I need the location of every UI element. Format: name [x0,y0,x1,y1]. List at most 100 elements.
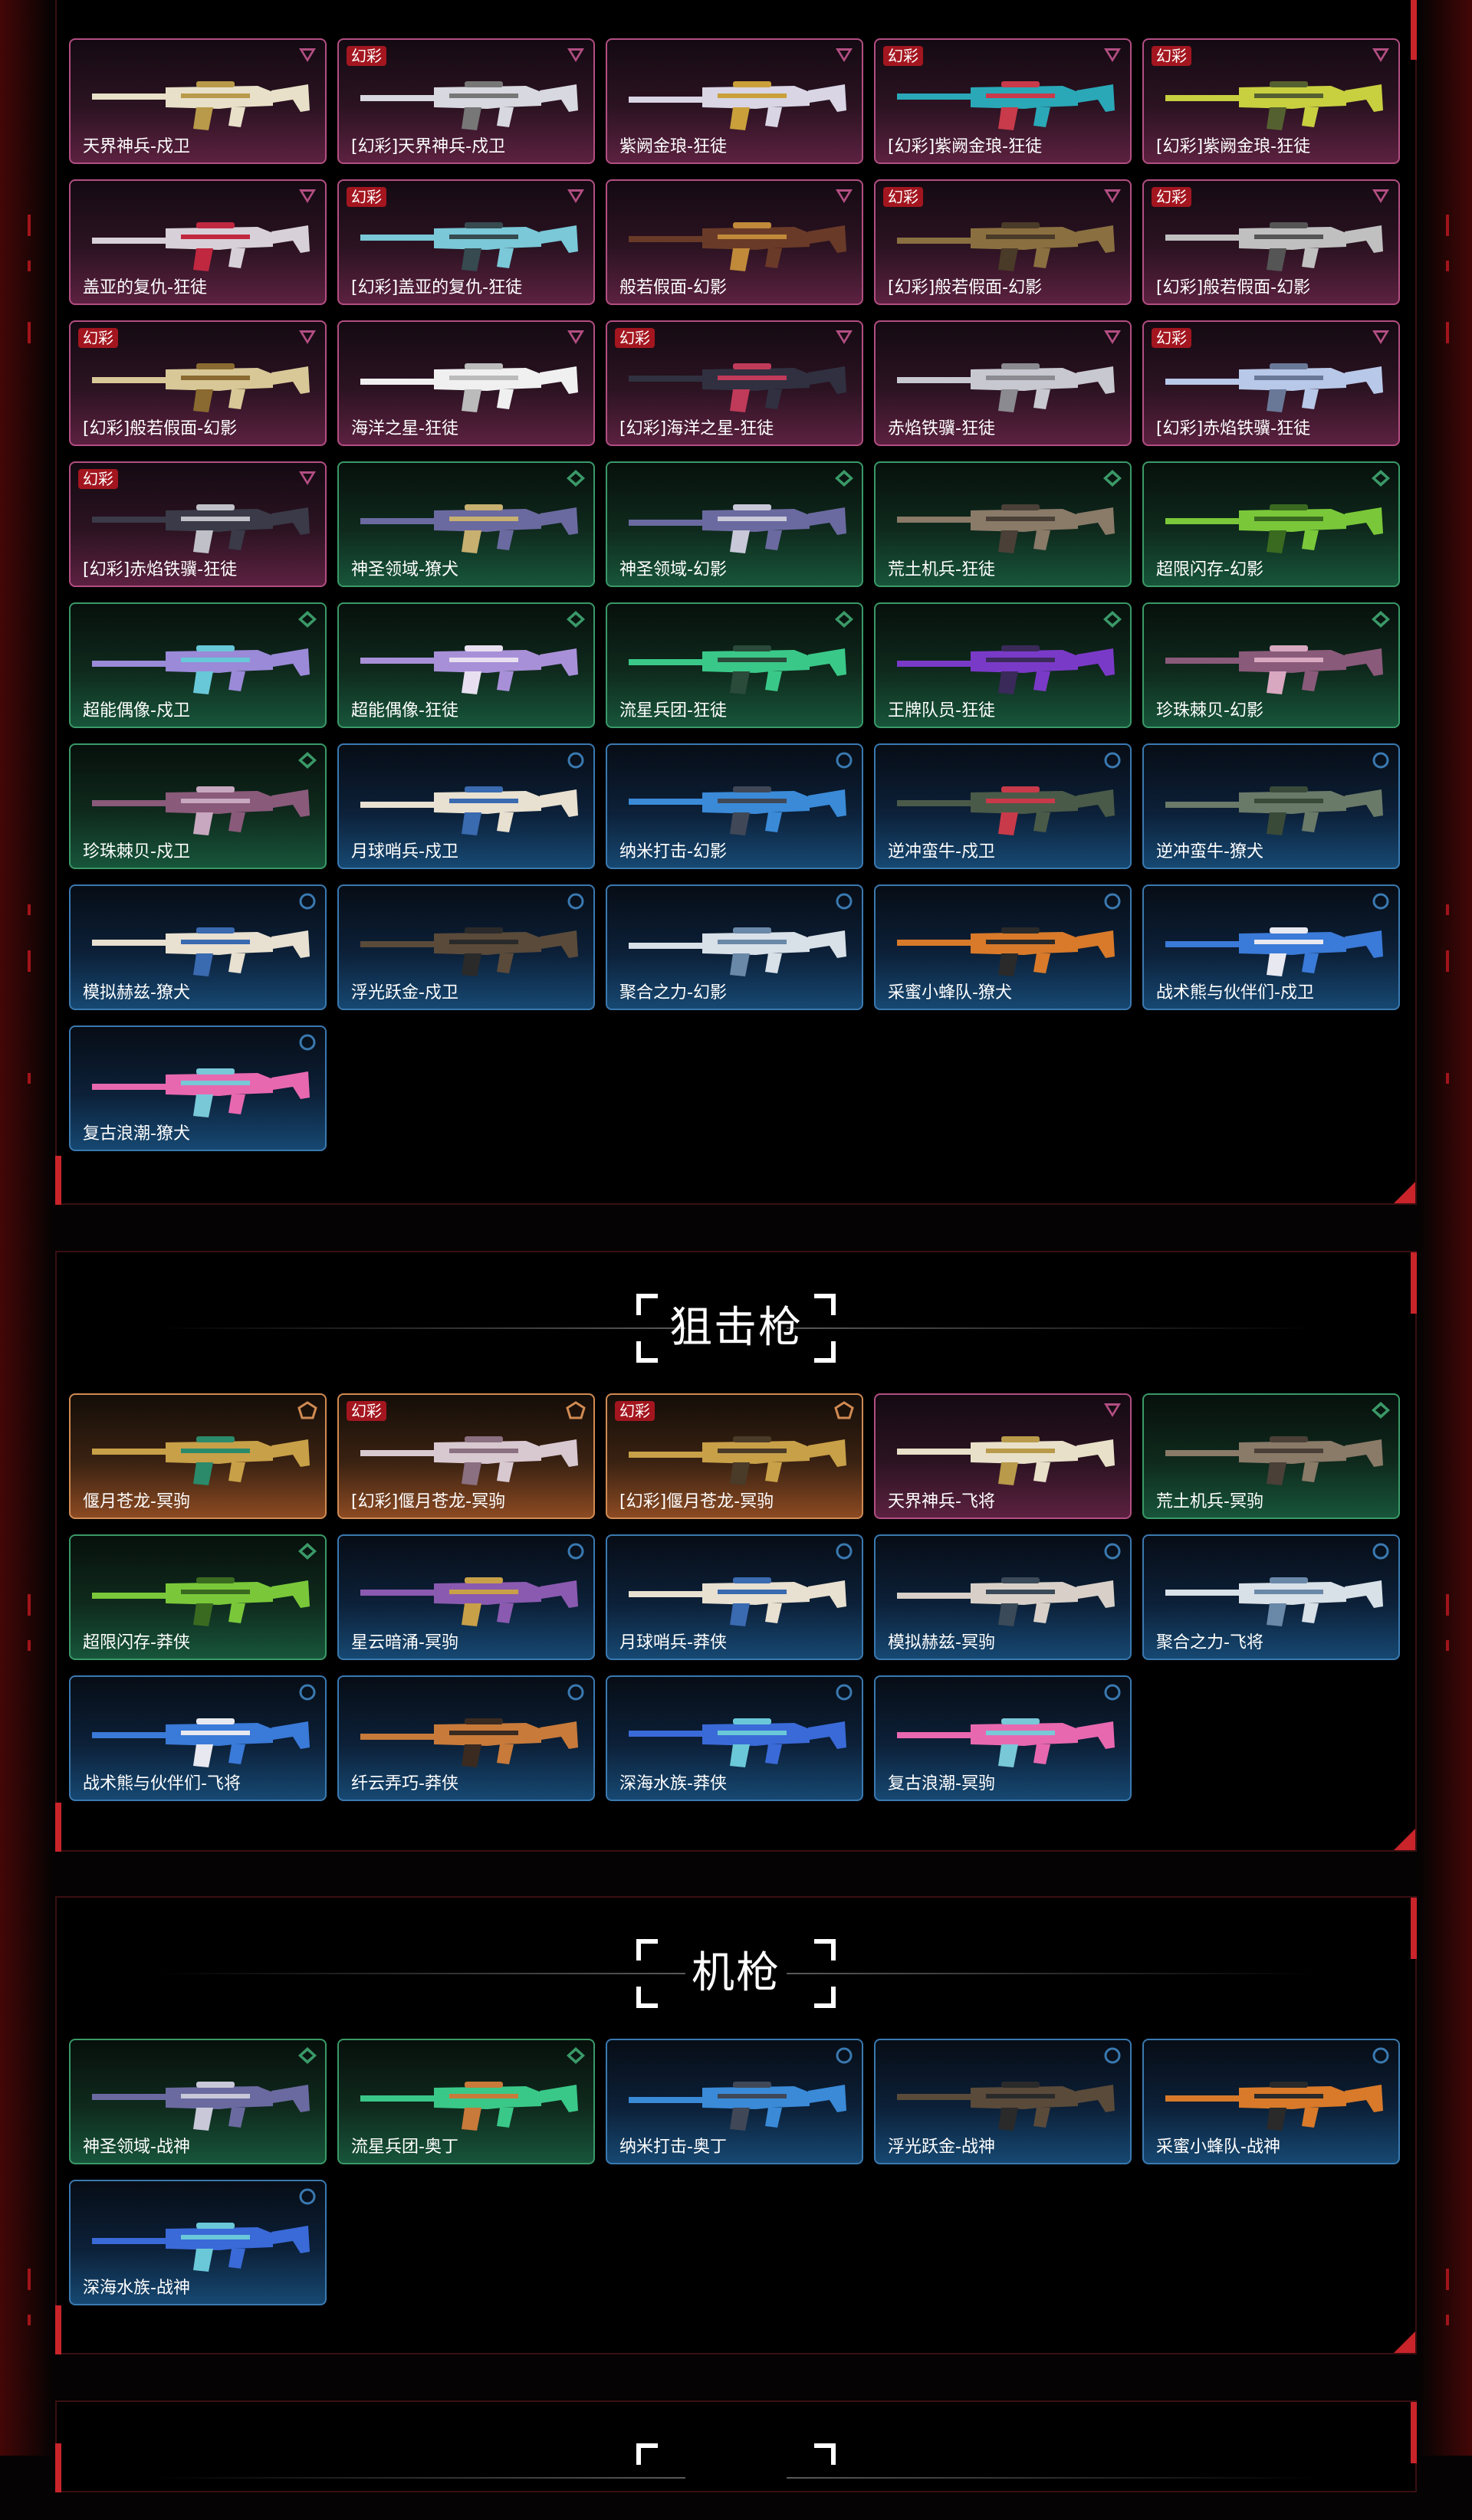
weapon-skin-name: 超限闪存-幻影 [1156,560,1263,579]
weapon-skin-card[interactable]: 海洋之星-狂徒 [337,320,595,446]
weapon-skin-card[interactable]: 采蜜小蜂队-獠犬 [874,884,1132,1010]
weapon-skin-card[interactable]: 荒土机兵-狂徒 [874,461,1132,587]
weapon-skin-card[interactable]: 深海水族-战神 [69,2180,327,2305]
weapon-skin-card[interactable]: 超能偶像-狂徒 [337,602,595,728]
weapon-skin-icon [897,786,1115,835]
weapon-skin-card[interactable]: 模拟赫兹-冥驹 [874,1534,1132,1660]
weapon-skin-icon [92,2223,310,2272]
weapon-skin-card[interactable]: 月球哨兵-莽侠 [606,1534,863,1660]
edge-dash-mark [1446,904,1449,915]
weapon-skin-card[interactable]: 浮光跃金-战神 [874,2039,1132,2164]
ultra-tier-icon [566,1401,586,1419]
weapon-skin-icon [360,2082,578,2131]
exclusive-tier-icon [567,48,584,62]
weapon-skin-name: 采蜜小蜂队-战神 [1156,2138,1280,2157]
weapon-skin-name: [幻彩]海洋之星-狂徒 [619,419,774,438]
weapon-skin-card[interactable]: 盖亚的复仇-狂徒 [69,179,327,305]
background-streak-left [0,0,54,2456]
weapon-skin-card[interactable]: 复古浪潮-獠犬 [69,1025,327,1151]
weapon-skin-card[interactable]: 神圣领域-战神 [69,2039,327,2164]
weapon-skin-card[interactable]: 逆冲蛮牛-戍卫 [874,743,1132,869]
premium-tier-icon [835,611,853,628]
weapon-skin-icon [360,1577,578,1626]
weapon-skin-card[interactable]: 战术熊与伙伴们-戍卫 [1142,884,1400,1010]
bracket-corner [814,1987,836,2008]
weapon-skin-icon [629,363,846,412]
weapon-skin-card[interactable]: 深海水族-莽侠 [606,1675,863,1801]
weapon-skin-icon [92,363,310,412]
deluxe-tier-icon [836,893,853,910]
weapon-skin-card[interactable]: 幻彩[幻彩]赤焰铁骥-狂徒 [69,461,327,587]
weapon-skin-card[interactable]: 流星兵团-奥丁 [337,2039,595,2164]
weapon-skin-card[interactable]: 月球哨兵-戍卫 [337,743,595,869]
weapon-skin-card[interactable]: 般若假面-幻影 [606,179,863,305]
weapon-skin-card[interactable]: 幻彩[幻彩]般若假面-幻影 [69,320,327,446]
chroma-badge: 幻彩 [883,46,923,66]
weapon-skin-card[interactable]: 纳米打击-幻影 [606,743,863,869]
weapon-skin-card[interactable]: 模拟赫兹-獠犬 [69,884,327,1010]
weapon-skin-card[interactable]: 幻彩[幻彩]般若假面-幻影 [1142,179,1400,305]
weapon-skin-card[interactable]: 星云暗涌-冥驹 [337,1534,595,1660]
section-title: 机枪 [636,1939,836,2008]
edge-dash-mark [1446,2269,1449,2290]
weapon-skin-card[interactable]: 珍珠棘贝-幻影 [1142,602,1400,728]
weapon-skin-icon [629,504,846,553]
weapon-skin-card[interactable]: 幻彩[幻彩]偃月苍龙-冥驹 [606,1393,863,1519]
weapon-skin-name: [幻彩]紫阙金琅-狂徒 [1156,137,1311,156]
weapon-skin-card[interactable]: 流星兵团-狂徒 [606,602,863,728]
panel-corner [1394,1182,1415,1203]
weapon-skin-card[interactable]: 天界神兵-飞将 [874,1393,1132,1519]
weapon-skin-card[interactable]: 纳米打击-奥丁 [606,2039,863,2164]
weapon-skin-card[interactable]: 幻彩[幻彩]紫阙金琅-狂徒 [874,38,1132,164]
weapon-skin-card[interactable]: 幻彩[幻彩]偃月苍龙-冥驹 [337,1393,595,1519]
weapon-skin-card[interactable]: 赤焰铁骥-狂徒 [874,320,1132,446]
exclusive-tier-icon [1372,330,1389,344]
weapon-skin-card[interactable]: 战术熊与伙伴们-飞将 [69,1675,327,1801]
weapon-skin-card[interactable]: 神圣领域-幻影 [606,461,863,587]
weapon-skin-name: 神圣领域-幻影 [619,560,727,579]
weapon-skin-card[interactable]: 采蜜小蜂队-战神 [1142,2039,1400,2164]
weapon-skin-card[interactable]: 超能偶像-戍卫 [69,602,327,728]
weapon-skin-icon [897,504,1115,553]
weapon-skin-card[interactable]: 幻彩[幻彩]海洋之星-狂徒 [606,320,863,446]
weapon-skin-card[interactable]: 偃月苍龙-冥驹 [69,1393,327,1519]
weapon-skin-card[interactable]: 紫阙金琅-狂徒 [606,38,863,164]
premium-tier-icon [298,752,317,769]
weapon-skin-icon [897,81,1115,130]
weapon-skin-card[interactable]: 超限闪存-莽侠 [69,1534,327,1660]
header-rule-left [156,1973,685,1974]
weapon-skin-card[interactable]: 逆冲蛮牛-獠犬 [1142,743,1400,869]
premium-tier-icon [1103,611,1122,628]
exclusive-tier-icon [299,471,316,485]
bracket-corner [814,2443,836,2465]
weapon-skin-icon [360,222,578,271]
weapon-skin-card[interactable]: 聚合之力-幻影 [606,884,863,1010]
sniper-panel: 狙击枪 偃月苍龙-冥驹幻彩[幻彩]偃月苍龙-冥驹幻彩[幻彩]偃月苍龙-冥驹天界神… [55,1251,1417,1852]
weapon-skin-card[interactable]: 神圣领域-獠犬 [337,461,595,587]
weapon-skin-card[interactable]: 幻彩[幻彩]紫阙金琅-狂徒 [1142,38,1400,164]
weapon-skin-card[interactable]: 幻彩[幻彩]般若假面-幻影 [874,179,1132,305]
weapon-skin-card[interactable]: 王牌队员-狂徒 [874,602,1132,728]
weapon-skin-card[interactable]: 幻彩[幻彩]盖亚的复仇-狂徒 [337,179,595,305]
weapon-skin-card[interactable]: 幻彩[幻彩]赤焰铁骥-狂徒 [1142,320,1400,446]
weapon-skin-icon [92,222,310,271]
weapon-skin-card[interactable]: 纤云弄巧-莽侠 [337,1675,595,1801]
weapon-skin-card[interactable]: 天界神兵-戍卫 [69,38,327,164]
weapon-skin-card[interactable]: 复古浪潮-冥驹 [874,1675,1132,1801]
weapon-skin-card[interactable]: 荒土机兵-冥驹 [1142,1393,1400,1519]
weapon-skin-name: 纳米打击-幻影 [619,842,727,861]
weapon-skin-icon [629,927,846,976]
section-title: 狙击枪 [636,1294,836,1363]
section-header: 机枪 [57,1931,1415,2016]
weapon-skin-icon [1165,645,1383,694]
weapon-skin-name: 纳米打击-奥丁 [619,2138,727,2157]
weapon-skin-card[interactable]: 幻彩[幻彩]天界神兵-戍卫 [337,38,595,164]
weapon-skin-icon [92,504,310,553]
weapon-skin-icon [360,1718,578,1767]
weapon-skin-card[interactable]: 浮光跃金-戍卫 [337,884,595,1010]
weapon-skin-card[interactable]: 珍珠棘贝-戍卫 [69,743,327,869]
weapon-skin-card[interactable]: 聚合之力-飞将 [1142,1534,1400,1660]
weapon-skin-card[interactable]: 超限闪存-幻影 [1142,461,1400,587]
weapon-skin-icon [92,2082,310,2131]
deluxe-tier-icon [299,2188,316,2205]
